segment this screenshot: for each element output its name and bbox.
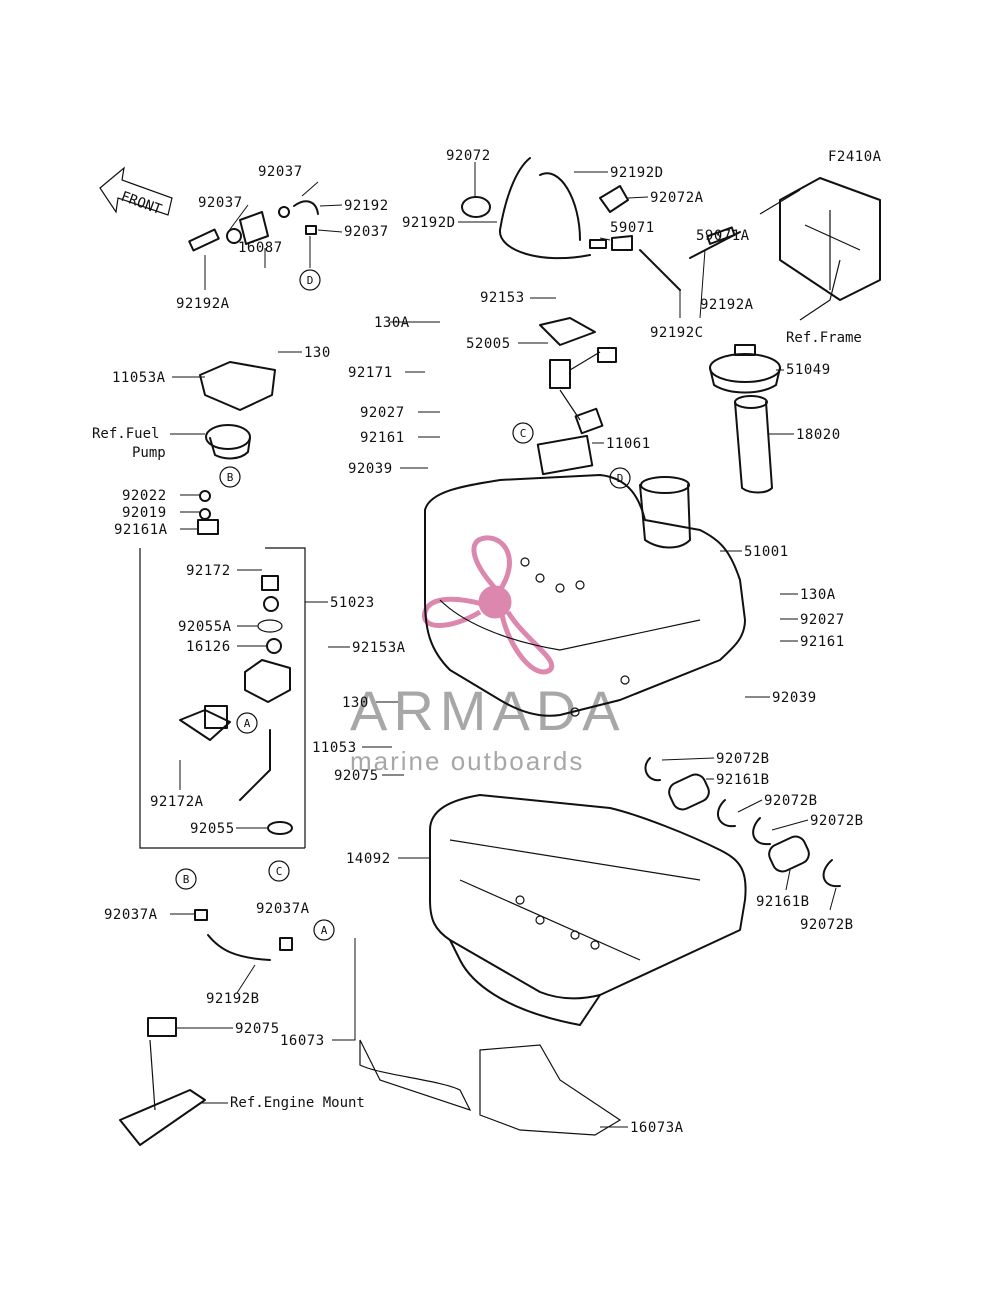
- part-label: 130A: [800, 587, 836, 603]
- part-label: 92072: [446, 148, 491, 164]
- part-label: 92192A: [176, 296, 230, 312]
- part-label: 92055: [190, 821, 235, 837]
- part-label: 92161B: [716, 772, 770, 788]
- part-label: 92039: [348, 461, 393, 477]
- part-label: 92072B: [716, 751, 770, 767]
- callout-b-2: B: [183, 873, 190, 886]
- callout-c-2: C: [276, 865, 283, 878]
- part-label: 59071: [610, 220, 655, 236]
- part-label: 14092: [346, 851, 391, 867]
- part-label: 92172: [186, 563, 231, 579]
- part-label: 16073: [280, 1033, 325, 1049]
- part-label: 92161: [800, 634, 845, 650]
- callout-d-1: D: [307, 274, 314, 287]
- part-label: 92172A: [150, 794, 204, 810]
- part-label: 92019: [122, 505, 167, 521]
- ref-engine-mount-label: Ref.Engine Mount: [230, 1095, 365, 1111]
- callout-d-2: D: [617, 472, 624, 485]
- ref-frame-label: Ref.Frame: [786, 330, 862, 346]
- part-label: 92072B: [764, 793, 818, 809]
- sender-gasket: [536, 434, 594, 476]
- callout-a-2: A: [321, 924, 328, 937]
- part-label: 92037A: [256, 901, 310, 917]
- part-label: 92075: [235, 1021, 280, 1037]
- hose-clamps: [644, 757, 841, 888]
- part-label: 59071A: [696, 228, 750, 244]
- callout-markers: D C D B A C B A: [175, 269, 631, 941]
- front-arrow-icon: FRONT: [99, 166, 173, 218]
- part-label: 92192D: [610, 165, 664, 181]
- part-label: 92037: [258, 164, 303, 180]
- part-label: 92161B: [756, 894, 810, 910]
- pad-16073: [359, 1039, 472, 1112]
- watermark-tagline: marine outboards: [350, 746, 584, 776]
- fuel-pump-bracket: [197, 361, 276, 535]
- part-label: 92192: [344, 198, 389, 214]
- part-label: 92072A: [650, 190, 704, 206]
- part-label: 16126: [186, 639, 231, 655]
- watermark-logo: ARMADA marine outboards: [350, 535, 626, 776]
- watermark-brand: ARMADA: [350, 679, 626, 742]
- part-label: 92055A: [178, 619, 232, 635]
- part-label: 92171: [348, 365, 393, 381]
- part-label: 92161A: [114, 522, 168, 538]
- part-label: 51023: [330, 595, 375, 611]
- part-label: 16087: [238, 240, 283, 256]
- part-label: 52005: [466, 336, 511, 352]
- lower-hoses: [194, 909, 293, 961]
- ref-fuel-pump-label: Ref.Fuel: [92, 426, 159, 442]
- part-label: 92039: [772, 690, 817, 706]
- fuel-tank-tray: [429, 794, 747, 1026]
- diagram-code: F2410A: [828, 149, 882, 165]
- pad-16073a: [479, 1044, 622, 1136]
- part-label: 11061: [606, 436, 651, 452]
- part-label: 92027: [800, 612, 845, 628]
- part-labels: 92037 92037 92192 92037 16087 92192A 920…: [104, 148, 864, 1136]
- part-label: 92153: [480, 290, 525, 306]
- fuel-tank: [424, 474, 746, 717]
- part-label: 92037: [344, 224, 389, 240]
- part-label: 92037A: [104, 907, 158, 923]
- engine-mount: [119, 1017, 206, 1146]
- part-label: 92192D: [402, 215, 456, 231]
- part-label: 92072B: [800, 917, 854, 933]
- part-label: 92192B: [206, 991, 260, 1007]
- part-label: 92022: [122, 488, 167, 504]
- part-label: 92072B: [810, 813, 864, 829]
- part-label: 51049: [786, 362, 831, 378]
- part-label: 92027: [360, 405, 405, 421]
- part-label: 18020: [796, 427, 841, 443]
- ref-fuel-pump-label-2: Pump: [132, 445, 166, 461]
- part-label: 11053A: [112, 370, 166, 386]
- filler-neck: [734, 395, 773, 494]
- filler-cap: [709, 344, 781, 394]
- part-label: 92075: [334, 768, 379, 784]
- vent-hose-group: [461, 157, 741, 291]
- fuel-filter-group: [188, 200, 319, 290]
- callout-c-1: C: [520, 427, 527, 440]
- leader-lines: [170, 162, 837, 1128]
- frame-bracket: [759, 177, 881, 321]
- callout-b-1: B: [227, 471, 234, 484]
- fuel-sender: [539, 317, 617, 435]
- part-label: 11053: [312, 740, 357, 756]
- part-label: 130: [342, 695, 369, 711]
- fuel-cock-assembly: [139, 547, 306, 849]
- part-label: 92161: [360, 430, 405, 446]
- part-label: 51001: [744, 544, 789, 560]
- part-label: 130: [304, 345, 331, 361]
- part-label: 92192C: [650, 325, 704, 341]
- part-label: 92192A: [700, 297, 754, 313]
- part-label: 16073A: [630, 1120, 684, 1136]
- part-label: 92037: [198, 195, 243, 211]
- part-label: 92153A: [352, 640, 406, 656]
- callout-a-1: A: [244, 717, 251, 730]
- part-label: 130A: [374, 315, 410, 331]
